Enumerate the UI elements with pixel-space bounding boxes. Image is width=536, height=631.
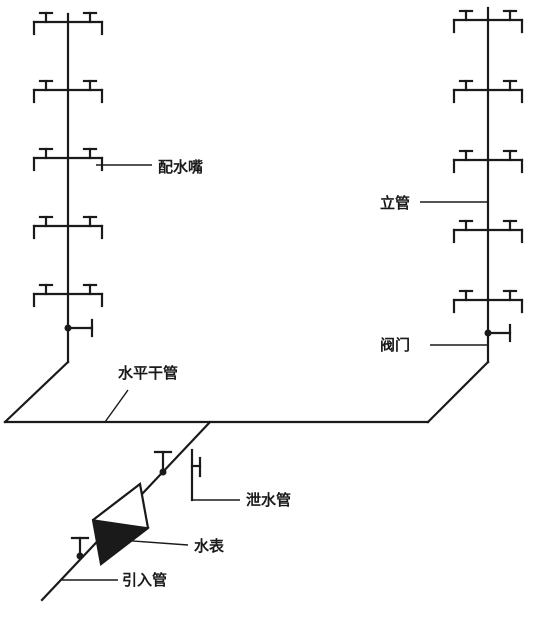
label-inlet-pipe: 引入管: [122, 571, 167, 589]
label-riser: 立管: [380, 194, 410, 212]
horizontal-main-pipe: [3, 360, 490, 424]
left-faucet-1: [32, 11, 104, 36]
label-faucet: 配水嘴: [158, 158, 203, 176]
right-riser-valve: [484, 323, 512, 343]
right-faucet-1: [452, 9, 524, 34]
label-water-meter: 水表: [194, 537, 225, 555]
right-faucet-3: [452, 149, 524, 174]
label-valve: 阀门: [380, 336, 410, 354]
left-faucet-group: [32, 11, 104, 308]
right-riser: [452, 6, 524, 364]
left-faucet-4: [32, 215, 104, 240]
right-faucet-group: [452, 9, 524, 314]
left-faucet-2: [32, 79, 104, 104]
right-faucet-2: [452, 79, 524, 104]
left-faucet-5: [32, 283, 104, 308]
left-riser-valve: [64, 318, 94, 338]
right-faucet-4: [452, 219, 524, 244]
label-horizontal-main: 水平干管: [118, 364, 178, 382]
left-riser: [32, 11, 104, 364]
inlet-pipe-assembly: [40, 420, 212, 602]
left-faucet-3: [32, 147, 104, 172]
right-faucet-5: [452, 289, 524, 314]
leader-lines: [62, 164, 488, 581]
water-meter-symbol: [91, 482, 150, 566]
label-drain-pipe: 泄水管: [246, 491, 291, 509]
